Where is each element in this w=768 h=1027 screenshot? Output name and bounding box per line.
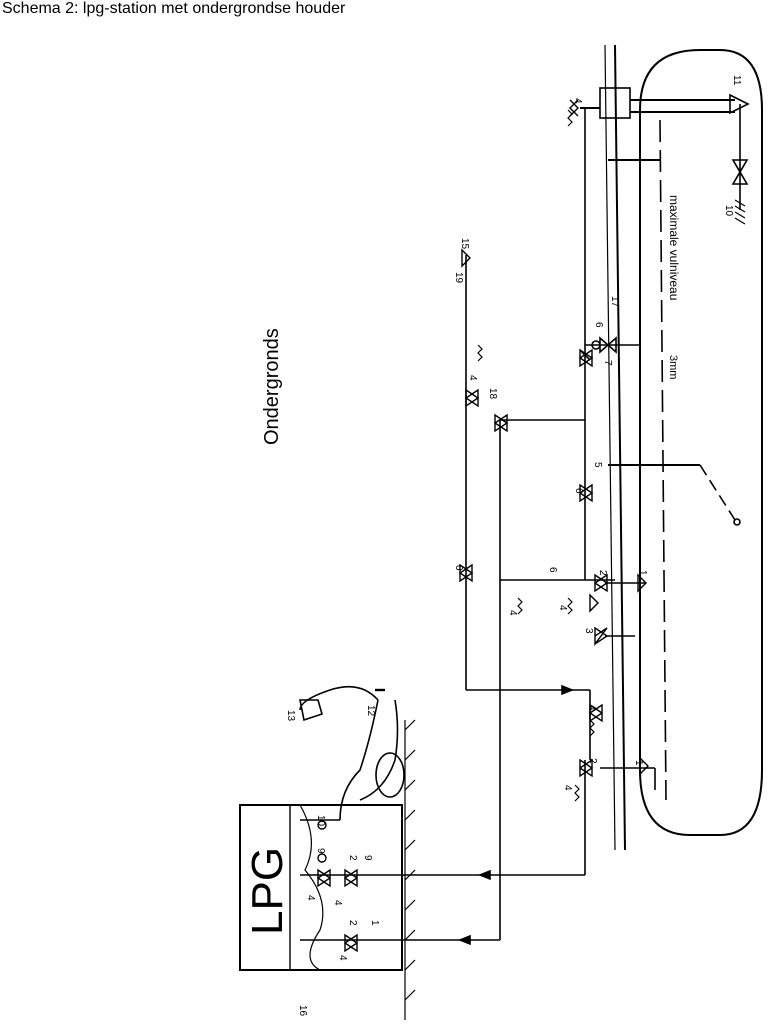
fill-level-dim: 3mm <box>667 355 679 379</box>
label-n4-f: 4 <box>562 785 573 791</box>
lpg-box-label: LPG <box>243 847 292 935</box>
label-n1-a: 1 <box>637 570 648 576</box>
level-gauge <box>608 464 741 526</box>
label-n19: 19 <box>453 272 464 284</box>
label-n10: 10 <box>723 205 734 217</box>
lpg-dispenser <box>239 804 403 971</box>
label-n3: 3 <box>583 628 594 634</box>
label-n2-b: 2 <box>587 758 598 764</box>
label-n17: 17 <box>609 296 620 308</box>
label-n2-d: 2 <box>347 920 358 926</box>
label-n1-c: 1 <box>369 920 380 926</box>
label-n6-c: 6 <box>547 567 558 573</box>
relief-springs <box>477 109 595 802</box>
label-n4-top: 4 <box>572 98 583 104</box>
diagram-title: Schema 2: lpg-station met ondergrondse h… <box>2 0 346 17</box>
label-n7: 7 <box>602 360 613 366</box>
label-n4-c: 4 <box>507 610 518 616</box>
label-n2-c: 2 <box>347 855 358 861</box>
valves <box>458 248 649 778</box>
label-n6-a: 6 <box>593 322 604 328</box>
hose-and-nozzle <box>299 685 405 821</box>
section-label: Ondergronds <box>261 328 283 445</box>
label-n9-b: 9 <box>362 855 373 861</box>
dispenser-piping <box>300 819 360 953</box>
label-n5: 5 <box>592 462 603 468</box>
label-n4-h: 4 <box>332 900 343 906</box>
label-n16: 16 <box>297 1005 308 1017</box>
label-n9-a: 9 <box>315 848 326 854</box>
label-n4-b: 4 <box>467 375 478 381</box>
label-n11: 11 <box>731 75 742 86</box>
label-n18: 18 <box>487 388 498 400</box>
diagram-labels: Ondergronds LPG maximale vulniveau 3mm 4… <box>243 75 742 1017</box>
label-n4-g: 4 <box>305 895 316 901</box>
label-n2-a: 2 <box>597 570 608 576</box>
ground-surface <box>604 44 626 851</box>
label-n13: 13 <box>285 710 296 722</box>
label-n0: 0 <box>453 565 464 571</box>
label-n4-e: 4 <box>587 705 598 711</box>
label-n4-d: 4 <box>557 605 568 611</box>
label-n10-b: 10 <box>315 815 326 827</box>
label-n4-i: 4 <box>337 955 348 961</box>
label-n12: 12 <box>365 705 376 717</box>
fill-level-line <box>659 119 667 801</box>
label-n1-b: 1 <box>633 760 644 766</box>
label-n15: 15 <box>459 238 470 250</box>
fill-level-label: maximale vulniveau <box>667 195 681 300</box>
tank-top-fitting <box>599 87 750 225</box>
underground-tank <box>639 49 763 836</box>
label-n6-b: 6 <box>573 488 584 494</box>
ground-hatching <box>404 719 416 1020</box>
